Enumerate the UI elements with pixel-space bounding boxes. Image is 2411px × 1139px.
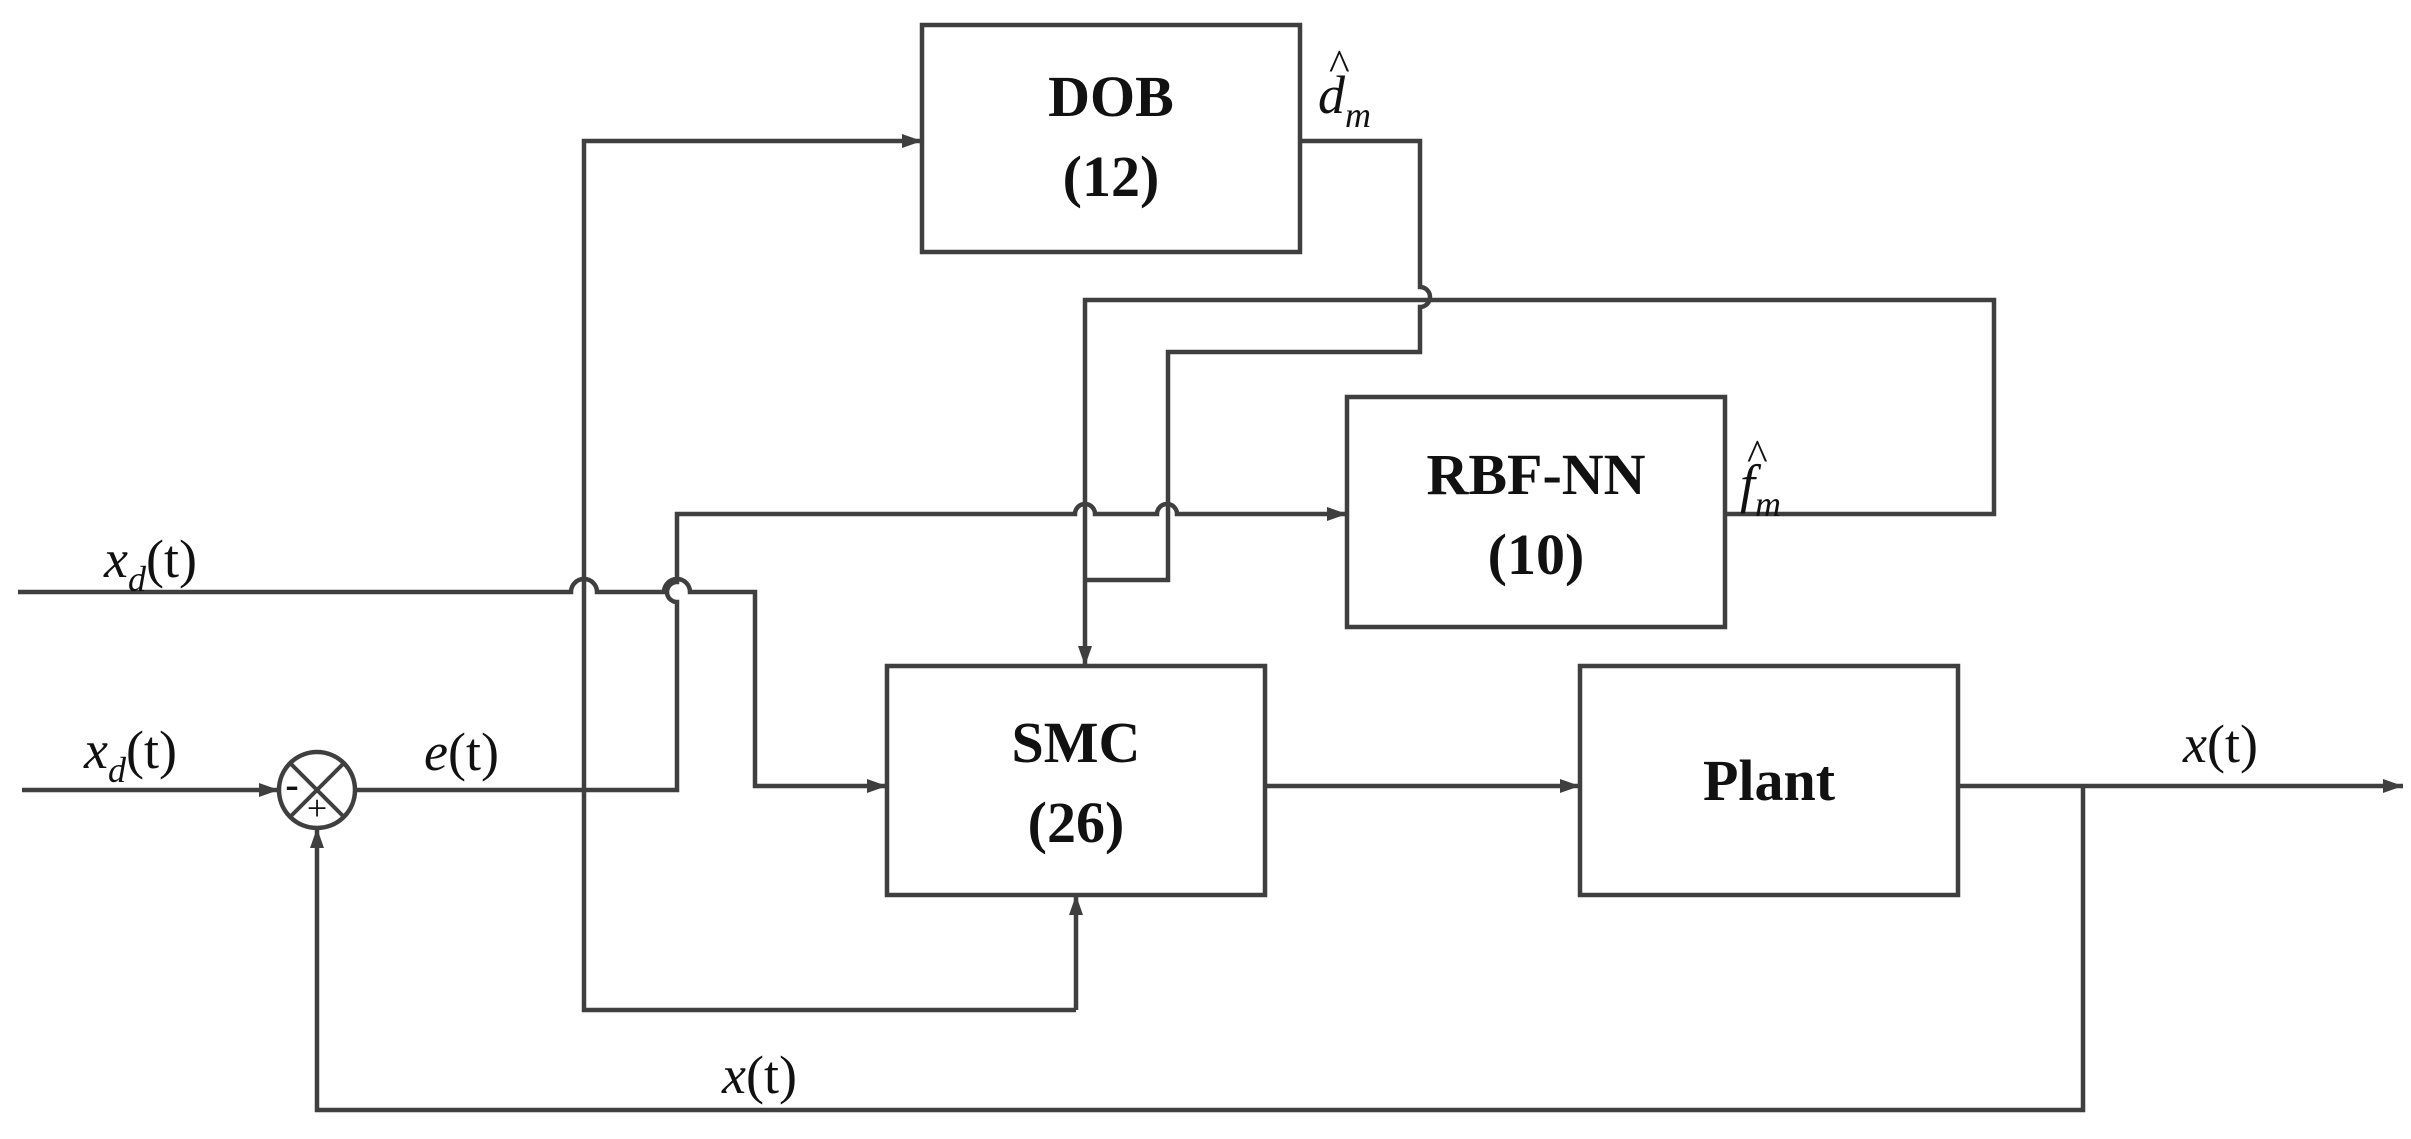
svg-text:dm: dm	[1318, 65, 1371, 135]
dob-output-label: ^ dm	[1318, 41, 1371, 135]
rbf-nn-block: RBF-NN (10)	[1344, 394, 1728, 630]
dob-block: DOB (12)	[919, 22, 1303, 255]
smc-label: SMC	[1012, 710, 1141, 775]
output-label: x(t)	[2182, 714, 2258, 774]
rbf-nn-label: RBF-NN	[1426, 442, 1645, 507]
xd-input-to-smc-wire	[18, 576, 887, 793]
xd-bottom-label: xd(t)	[83, 720, 177, 790]
svg-text:^: ^	[1747, 431, 1768, 480]
rbf-output-to-smc-wire	[1078, 297, 1997, 666]
summing-junction: - +	[276, 749, 358, 831]
plus-sign: +	[307, 788, 327, 828]
smc-block: SMC (26)	[884, 663, 1268, 898]
dob-equation: (12)	[1063, 144, 1160, 209]
plant-label: Plant	[1703, 748, 1836, 813]
state-to-dob-wire	[581, 134, 1076, 1013]
svg-text:^: ^	[1329, 41, 1350, 90]
plant-block: Plant	[1577, 663, 1961, 898]
smc-equation: (26)	[1028, 790, 1125, 855]
xd-top-label: xd(t)	[103, 529, 197, 599]
error-label: e(t)	[424, 722, 499, 782]
rbf-output-label: ^ fm	[1740, 431, 1781, 524]
feedback-label: x(t)	[721, 1045, 797, 1105]
dob-label: DOB	[1048, 64, 1174, 129]
rbf-nn-equation: (10)	[1488, 522, 1585, 587]
feedback-wire	[310, 786, 2086, 1113]
minus-sign: -	[285, 762, 298, 807]
